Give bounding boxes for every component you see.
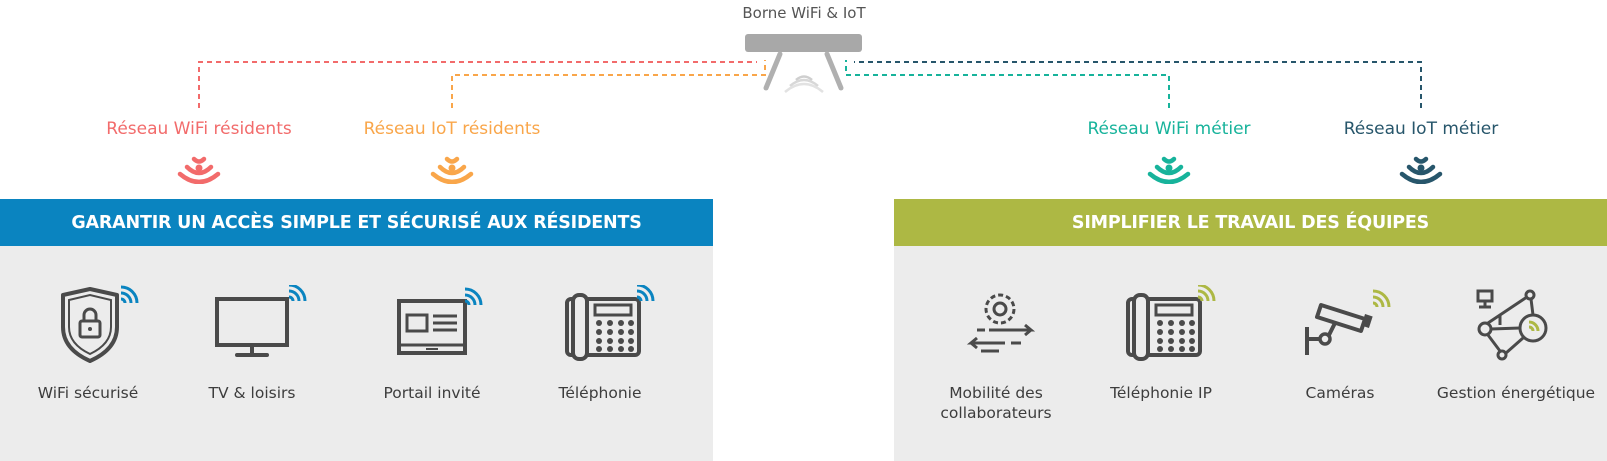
tv-icon: [215, 285, 307, 357]
wifi-icon: [288, 285, 307, 302]
item-label-wifi-securise: WiFi sécurisé: [37, 384, 139, 402]
shield-lock-icon: [61, 285, 139, 363]
item-label-portail-invite: Portail invité: [383, 384, 481, 402]
device-label: Borne WiFi & IoT: [742, 4, 866, 22]
network-label-iot-metier: Réseau IoT métier: [1343, 119, 1499, 139]
panel-residents-title: GARANTIR UN ACCÈS SIMPLE ET SÉCURISÉ AUX…: [0, 199, 713, 246]
panel-equipes-title: SIMPLIFIER LE TRAVAIL DES ÉQUIPES: [894, 199, 1607, 246]
iot-signal-icon: [430, 156, 474, 184]
panel-equipes: SIMPLIFIER LE TRAVAIL DES ÉQUIPES: [894, 199, 1607, 461]
camera-icon: [1305, 289, 1391, 355]
mobility-icon: [966, 293, 1036, 353]
item-telephonie: [515, 285, 685, 367]
item-label-telephonie: Téléphonie: [558, 384, 642, 402]
wifi-icon: [120, 285, 139, 304]
ip-phone-icon: [1126, 285, 1216, 361]
line-wifi-residents: [198, 61, 757, 108]
line-iot-residents: [451, 60, 766, 108]
item-label-gestion-energetique: Gestion énergétique: [1436, 384, 1596, 402]
item-mobilite: [911, 285, 1081, 367]
wifi-icon: [1372, 289, 1391, 308]
item-label-telephonie-ip: Téléphonie IP: [1110, 384, 1212, 402]
item-wifi-securise: [3, 285, 173, 367]
line-wifi-metier: [845, 60, 1170, 108]
access-point-icon: [745, 34, 862, 93]
connection-diagram: [198, 34, 1422, 108]
item-gestion-energetique: [1425, 285, 1595, 367]
energy-network-icon: [1476, 289, 1548, 361]
wifi-icon: [1147, 156, 1191, 184]
item-label-mobilite: Mobilité des collaborateurs: [940, 384, 1052, 422]
wifi-icon: [1197, 285, 1216, 302]
iot-signal-icon: [1399, 156, 1443, 184]
item-label-cameras: Caméras: [1305, 384, 1375, 402]
item-telephonie-ip: [1076, 285, 1246, 367]
network-label-iot-residents: Réseau IoT résidents: [363, 119, 541, 139]
wifi-icon: [177, 156, 221, 184]
network-label-wifi-residents: Réseau WiFi résidents: [106, 119, 292, 139]
desk-phone-icon: [565, 285, 655, 361]
wifi-icon: [464, 287, 483, 306]
wifi-icon: [1528, 320, 1540, 332]
wifi-icon: [636, 285, 655, 302]
item-cameras: [1255, 285, 1425, 367]
network-label-wifi-metier: Réseau WiFi métier: [1087, 119, 1251, 139]
item-label-tv-loisirs: TV & loisirs: [208, 384, 296, 402]
line-iot-metier: [854, 61, 1422, 108]
item-portail-invite: [347, 285, 517, 367]
guest-portal-icon: [397, 287, 483, 355]
item-tv-loisirs: [167, 285, 337, 367]
